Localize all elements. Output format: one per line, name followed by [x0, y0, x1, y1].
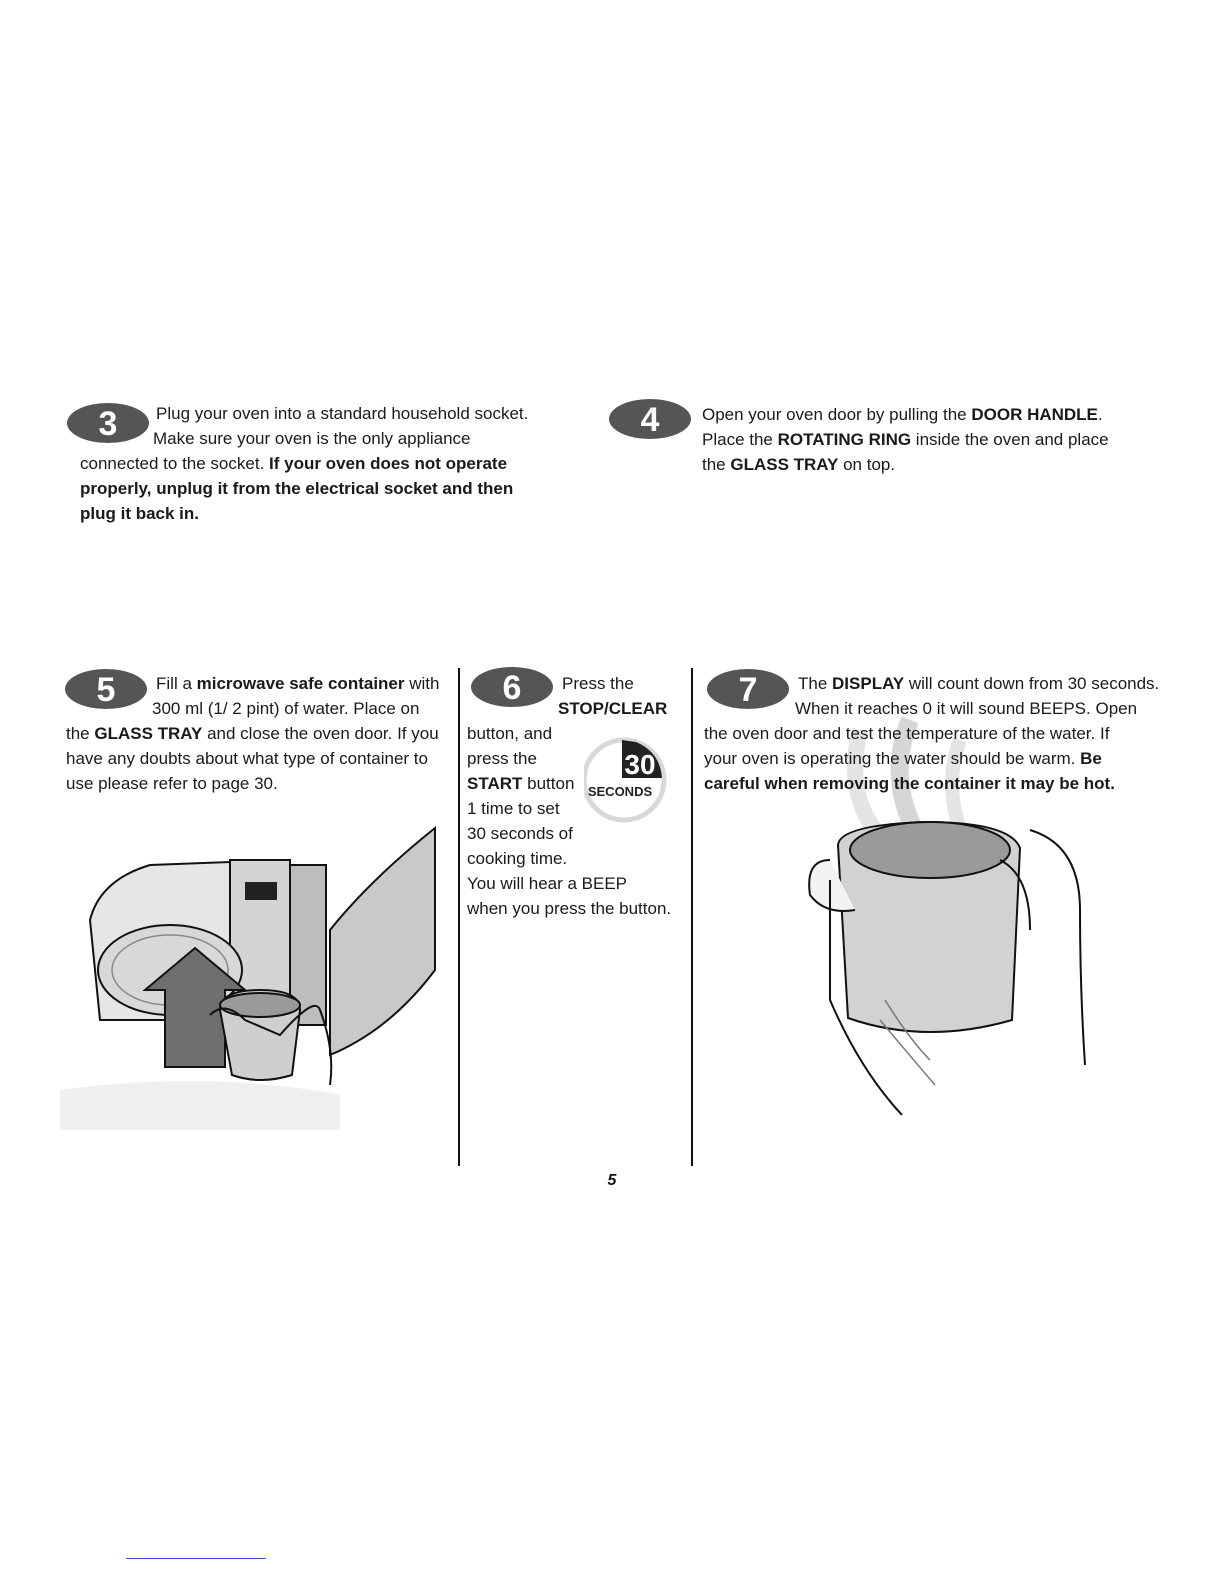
step-5-line-1: Fill a microwave safe container with — [156, 671, 439, 696]
start-label: START — [467, 774, 523, 793]
step-7-line-3: the oven door and test the temperature o… — [704, 724, 1110, 743]
step-6-text: button — [522, 774, 575, 793]
step-4-text: Place the — [702, 430, 778, 449]
rotating-ring-label: ROTATING RING — [777, 430, 912, 449]
step-4-text: the — [702, 455, 731, 474]
svg-text:4: 4 — [641, 401, 660, 439]
step-4-text: on top. — [838, 455, 896, 474]
glass-tray-label: GLASS TRAY — [730, 455, 839, 474]
step-4-badge: 4 — [608, 398, 692, 440]
step-7-line-2: When it reaches 0 it will sound BEEPS. O… — [795, 699, 1138, 718]
step-6-line-5: START button — [467, 771, 574, 796]
step-7-warning: Be — [1080, 749, 1102, 768]
step-6-line-7: 30 seconds of — [467, 824, 573, 843]
svg-text:3: 3 — [99, 405, 118, 443]
step-number-icon: 5 — [65, 669, 147, 709]
step-4-text: . — [1097, 405, 1103, 424]
step-5-line-3: the GLASS TRAY and close the oven door. … — [66, 721, 439, 746]
step-3-line-1: Plug your oven into a standard household… — [156, 404, 529, 423]
step-5-text: the — [66, 724, 95, 743]
column-divider-left — [458, 668, 460, 1166]
step-7-text: will count down from 30 seconds. — [904, 674, 1160, 693]
step-3-line-3: connected to the socket. If your oven do… — [80, 451, 507, 476]
step-6-line-4: press the — [467, 749, 537, 768]
step-3-text: connected to the socket. — [80, 454, 270, 473]
step-6-line-10: when you press the button. — [467, 899, 672, 918]
timer-value: 30 — [624, 749, 655, 780]
step-4-text: Open your oven door by pulling the — [702, 405, 972, 424]
step-5-line-5: use please refer to page 30. — [66, 774, 278, 793]
step-5-line-2: 300 ml (1/ 2 pint) of water. Place on — [152, 699, 420, 718]
step-7-line-5: careful when removing the container it m… — [704, 774, 1115, 793]
step-number-icon: 4 — [609, 399, 691, 439]
step-7-line-1: The DISPLAY will count down from 30 seco… — [798, 671, 1159, 696]
step-4-line-2: Place the ROTATING RING inside the oven … — [702, 427, 1109, 452]
svg-text:5: 5 — [97, 671, 116, 709]
hands-cup-illustration — [808, 716, 1086, 1116]
step-5-badge: 5 — [64, 668, 148, 710]
step-3-badge: 3 — [66, 402, 150, 444]
step-5-text: with — [404, 674, 440, 693]
step-6-badge: 6 — [470, 666, 554, 708]
footer-line — [126, 1558, 266, 1559]
page-number: 5 — [607, 1172, 617, 1189]
step-6-line-6: 1 time to set — [467, 799, 560, 818]
step-number-icon: 3 — [67, 403, 149, 443]
container-label: microwave safe container — [196, 674, 405, 693]
step-number-icon: 7 — [707, 669, 789, 709]
timer-unit: SECONDS — [588, 784, 653, 799]
step-6-line-8: cooking time. — [467, 849, 568, 868]
step-5-text: and close the oven door. If you — [202, 724, 439, 743]
step-4-line-1: Open your oven door by pulling the DOOR … — [702, 402, 1103, 427]
step-3-line-5: plug it back in. — [80, 504, 200, 523]
30-seconds-button-icon: 30 SECONDS — [584, 737, 667, 823]
step-7-text: your oven is operating the water should … — [704, 749, 1081, 768]
stop-clear-label: STOP/CLEAR — [558, 699, 668, 718]
step-7-text: The — [798, 674, 833, 693]
step-number-icon: 6 — [471, 667, 553, 707]
step-7-line-4: your oven is operating the water should … — [704, 746, 1102, 771]
display-label: DISPLAY — [832, 674, 905, 693]
step-4-line-3: the GLASS TRAY on top. — [702, 452, 895, 477]
step-4-text: inside the oven and place — [911, 430, 1109, 449]
step-6-line-1: Press the — [562, 674, 634, 693]
step-3-line-4: properly, unplug it from the electrical … — [80, 479, 514, 498]
glass-tray-label: GLASS TRAY — [94, 724, 203, 743]
step-3-line-2: Make sure your oven is the only applianc… — [153, 429, 471, 448]
step-5-text: Fill a — [156, 674, 197, 693]
step-3-warning: If your oven does not operate — [269, 454, 508, 473]
door-handle-label: DOOR HANDLE — [971, 405, 1098, 424]
step-6-line-9: You will hear a BEEP — [467, 874, 628, 893]
step-5-line-4: have any doubts about what type of conta… — [66, 749, 428, 768]
svg-text:7: 7 — [739, 671, 758, 709]
svg-text:6: 6 — [503, 669, 522, 707]
column-divider-right — [691, 668, 693, 1166]
step-7-badge: 7 — [706, 668, 790, 710]
microwave-tray-illustration — [60, 825, 436, 1130]
step-6-line-3: button, and — [467, 724, 553, 743]
